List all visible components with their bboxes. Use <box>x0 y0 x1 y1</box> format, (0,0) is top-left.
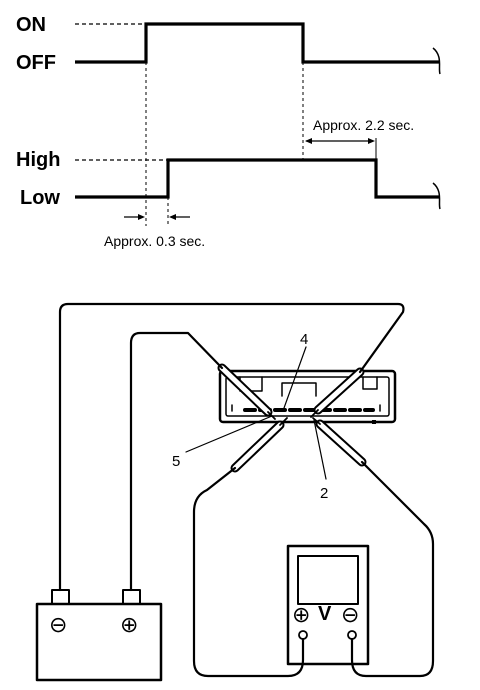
low-label: Low <box>20 187 60 209</box>
relay-connector <box>218 369 397 424</box>
output-signal-break <box>432 182 441 210</box>
terminal-4-label: 4 <box>300 331 308 348</box>
off-label: OFF <box>16 52 56 74</box>
probe-lower-left <box>230 417 288 473</box>
delay-on-label: Approx. 0.3 sec. <box>104 233 205 249</box>
wire-battery-positive <box>129 331 224 592</box>
leader-terminal-4 <box>283 346 307 409</box>
delay-on-arrowhead-right <box>169 214 176 220</box>
delay-off-arrowhead-right <box>368 138 375 144</box>
on-label: ON <box>16 14 46 36</box>
high-label: High <box>16 149 60 171</box>
delay-off-label: Approx. 2.2 sec. <box>313 117 414 133</box>
output-signal-line <box>75 158 440 199</box>
delay-off-arrowhead-left <box>305 138 312 144</box>
leader-terminal-2 <box>313 419 327 480</box>
wire-meter-negative <box>350 460 435 678</box>
switch-signal-line <box>75 22 440 64</box>
meter-negative-symbol: ⊖ <box>341 602 359 627</box>
meter-positive-symbol: ⊕ <box>292 602 310 627</box>
battery-negative-symbol: ⊖ <box>49 612 67 637</box>
meter-unit-label: V <box>318 603 332 625</box>
meter-negative-jack <box>347 630 357 640</box>
probe-upper-left <box>217 363 276 420</box>
timing-diagram <box>75 22 441 226</box>
leader-terminal-5 <box>185 415 273 453</box>
switch-signal-break <box>432 47 441 75</box>
wire-battery-negative <box>58 302 405 592</box>
probe-lower-right <box>312 417 367 467</box>
wiring-diagram <box>35 302 435 682</box>
terminal-2-label: 2 <box>320 485 328 502</box>
meter-positive-jack <box>298 630 308 640</box>
probe-upper-right <box>310 367 365 418</box>
wire-meter-positive <box>192 466 305 678</box>
battery-positive-symbol: ⊕ <box>120 612 138 637</box>
delay-on-arrowhead-left <box>138 214 145 220</box>
terminal-5-label: 5 <box>172 453 180 470</box>
